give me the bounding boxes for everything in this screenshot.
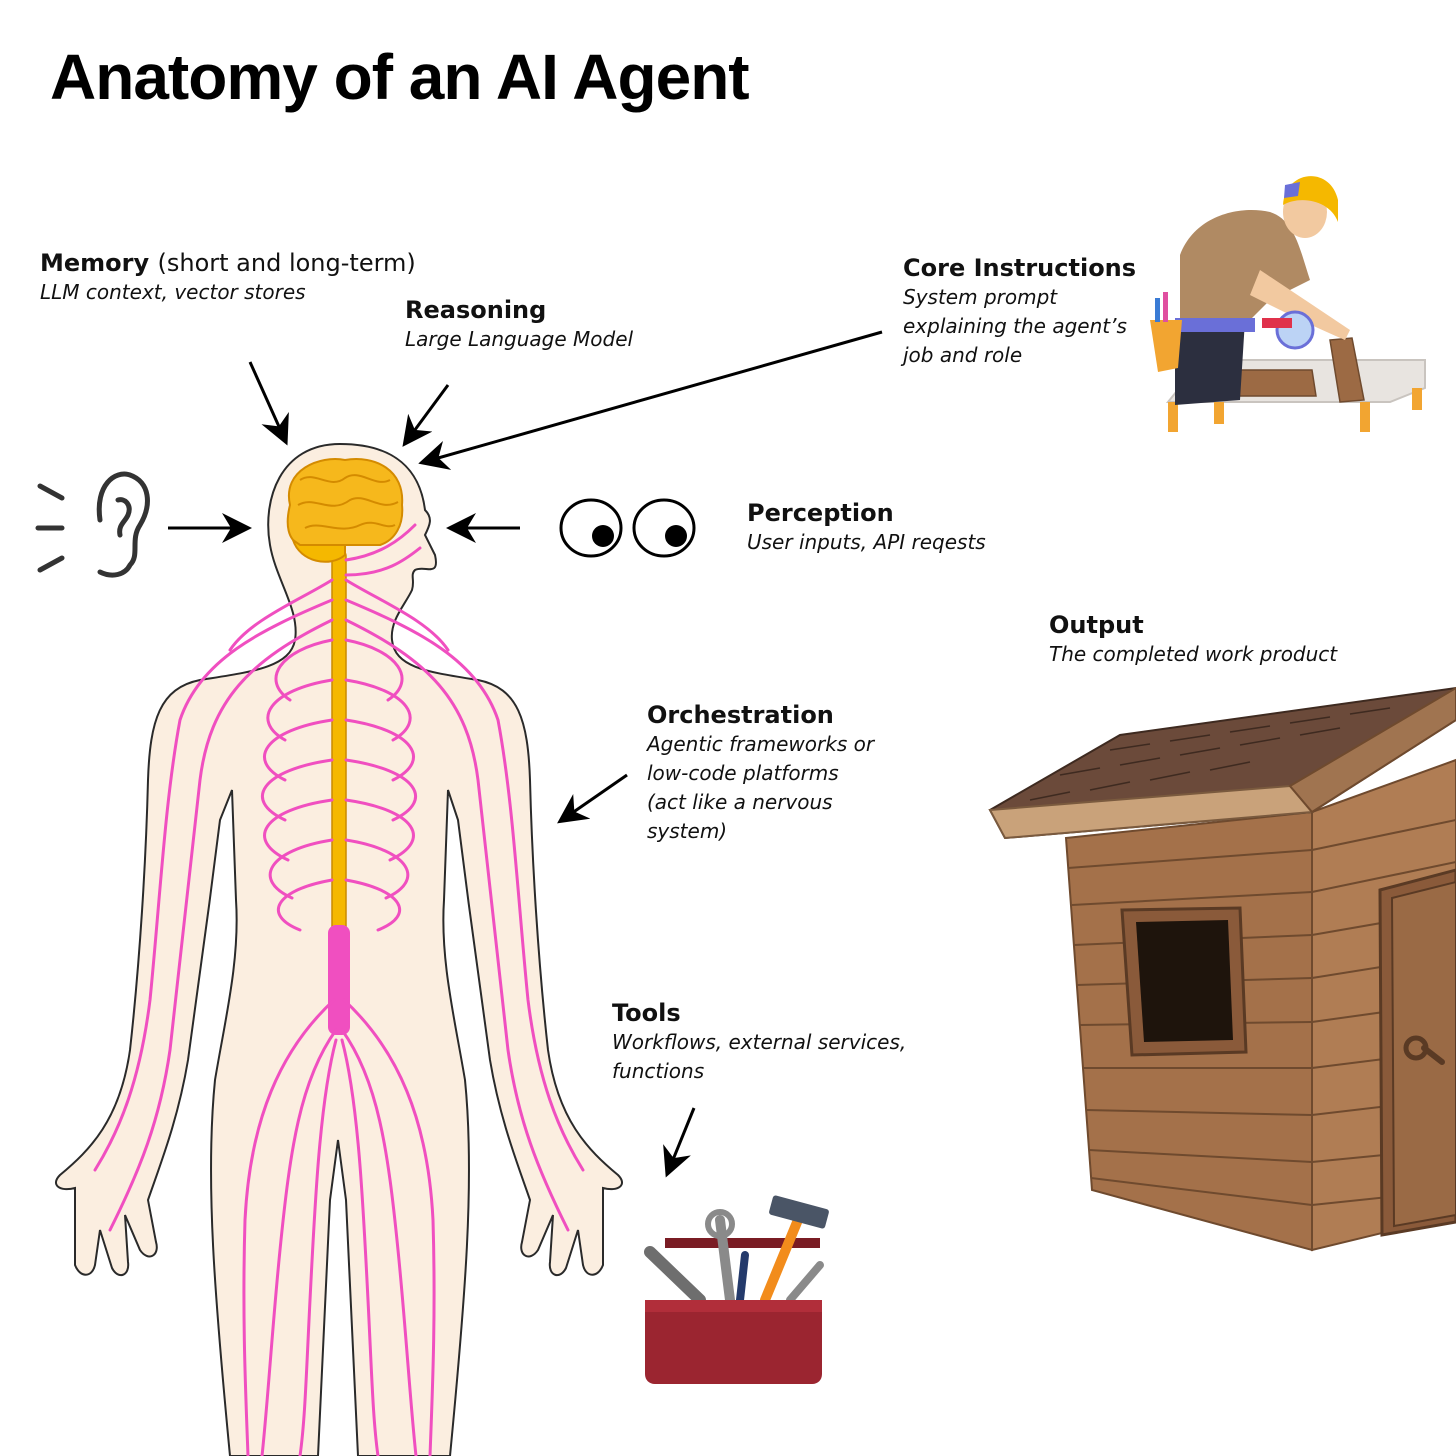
wooden-shed (988, 686, 1456, 1252)
core-instructions-line-3: job and role (903, 343, 1023, 367)
tools-heading: Tools (612, 999, 681, 1027)
brain-icon (286, 458, 404, 563)
orchestration-label: Orchestration Agentic frameworks or low-… (647, 700, 874, 846)
arrows (168, 330, 883, 1178)
output-description: The completed work product (1049, 642, 1338, 666)
tools-line-2: functions (612, 1059, 705, 1083)
cauda-equina (328, 925, 350, 1035)
tools-line-1: Workflows, external services, (612, 1030, 907, 1054)
orchestration-heading: Orchestration (647, 701, 834, 729)
orchestration-arrow (557, 773, 628, 824)
reasoning-label: Reasoning Large Language Model (405, 295, 633, 354)
nervous-system-body (55, 442, 623, 1456)
orchestration-line-4: system) (647, 819, 728, 843)
output-heading: Output (1049, 611, 1144, 639)
orchestration-line-1: Agentic frameworks or (647, 732, 875, 756)
memory-description: LLM context, vector stores (40, 280, 306, 304)
memory-label: Memory (short and long-term) LLM context… (40, 248, 416, 307)
memory-heading-extra: (short and long-term) (157, 249, 416, 277)
construction-worker (1150, 176, 1426, 432)
perception-label: Perception User inputs, API reqests (747, 498, 986, 557)
core-instructions-heading: Core Instructions (903, 254, 1137, 282)
core-instructions-line-2: explaining the agent’s (903, 314, 1127, 338)
reasoning-heading: Reasoning (405, 296, 547, 324)
orchestration-line-3: (act like a nervous (647, 790, 833, 814)
orchestration-line-2: low-code platforms (647, 761, 839, 785)
nerve-network (93, 523, 585, 1456)
reasoning-description: Large Language Model (405, 327, 634, 351)
page-title: Anatomy of an AI Agent (50, 41, 750, 113)
perception-heading: Perception (747, 499, 894, 527)
eyes-icon (559, 498, 696, 558)
toolbox-icon (644, 1195, 829, 1384)
core-instructions-line-1: System prompt (903, 285, 1058, 309)
memory-heading: Memory (40, 249, 150, 277)
memory-arrow (248, 361, 289, 446)
spinal-cord (331, 549, 347, 936)
core-instructions-label: Core Instructions System prompt explaini… (903, 253, 1136, 370)
perception-description: User inputs, API reqests (747, 530, 986, 554)
ear-icon (35, 471, 150, 578)
tools-label: Tools Workflows, external services, func… (612, 998, 906, 1086)
core-instructions-arrow (418, 330, 883, 470)
output-label: Output The completed work product (1049, 610, 1337, 669)
reasoning-arrow (402, 384, 450, 447)
tools-arrow (663, 1107, 696, 1178)
